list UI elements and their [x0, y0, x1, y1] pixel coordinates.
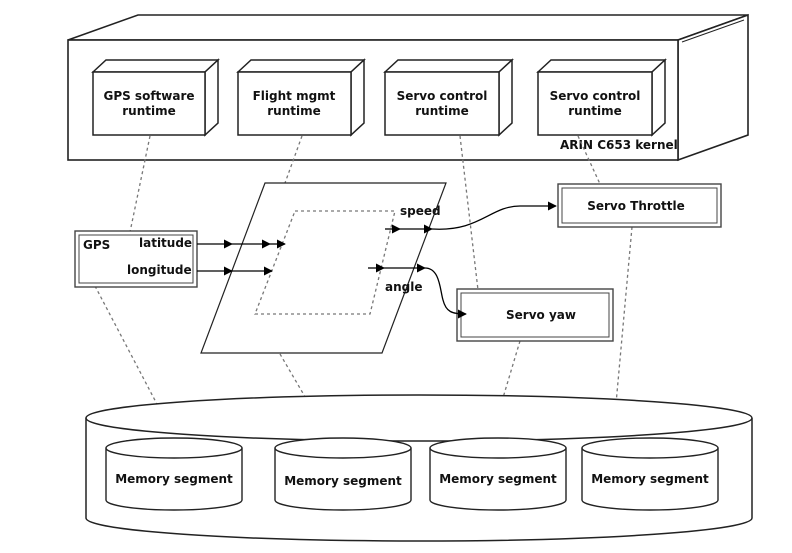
memory-segment-2-label: Memory segment — [284, 474, 402, 488]
gps-port-latitude: latitude — [139, 236, 192, 250]
runtime-servo2-line2: runtime — [568, 104, 622, 118]
runtime-gps-line1: GPS software — [103, 89, 194, 103]
servo-yaw-box — [456, 288, 614, 342]
runtime-flight-line1: Flight mgmt — [253, 89, 336, 103]
runtime-box-gps — [91, 58, 220, 137]
memory-segment-3 — [429, 437, 567, 511]
runtime-box-flight-mgmt — [236, 58, 366, 137]
runtime-servo1-line2: runtime — [415, 104, 469, 118]
memory-segment-4 — [581, 437, 719, 511]
memory-segment-1-label: Memory segment — [115, 472, 233, 486]
runtime-box-servo-2 — [536, 58, 667, 137]
servo-throttle-label: Servo Throttle — [587, 199, 685, 213]
output-speed: speed — [400, 204, 441, 218]
servo-yaw-label: Servo yaw — [506, 308, 576, 322]
memory-segment-1 — [105, 437, 243, 511]
output-angle: angle — [385, 280, 422, 294]
memory-segment-3-label: Memory segment — [439, 472, 557, 486]
runtime-flight-line2: runtime — [267, 104, 321, 118]
runtime-gps-line2: runtime — [122, 104, 176, 118]
memory-segment-2 — [274, 437, 412, 511]
gps-port-longitude: longitude — [127, 263, 192, 277]
memory-segment-4-label: Memory segment — [591, 472, 709, 486]
runtime-servo1-line1: Servo control — [397, 89, 488, 103]
signal-arrows — [197, 201, 557, 319]
runtime-box-servo-1 — [383, 58, 514, 137]
gps-box — [74, 230, 198, 288]
servo-throttle-box — [557, 183, 722, 228]
kernel-label: ARIN C653 kernel — [560, 138, 678, 152]
data-plane-parallelogram — [200, 182, 447, 354]
runtime-servo2-line1: Servo control — [550, 89, 641, 103]
gps-label: GPS — [83, 238, 110, 252]
